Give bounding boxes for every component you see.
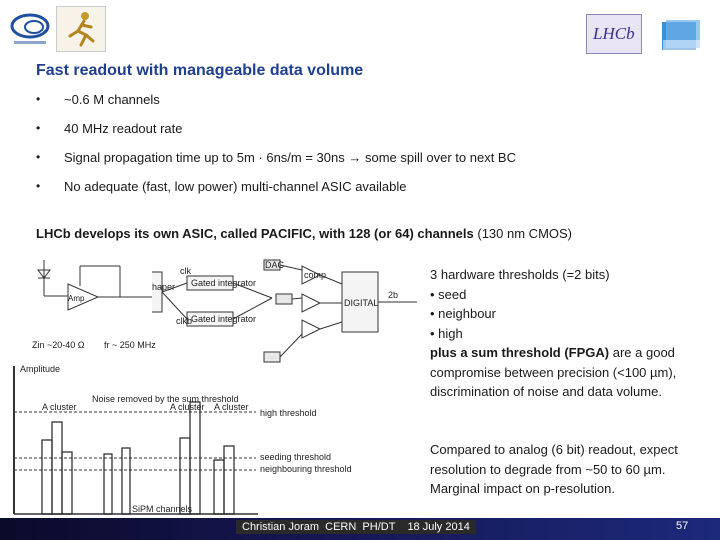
digital-label: DIGITAL xyxy=(344,298,378,308)
runner-logo xyxy=(56,6,106,52)
clkb-label: clkb xyxy=(176,316,192,326)
threshold-plot: Amplitude A cluster Noise removed by the… xyxy=(8,362,418,520)
gated-integrator-2: Gated integrator xyxy=(191,314,256,324)
plot-xlabel: SiPM channels xyxy=(132,504,193,514)
list-item: •~0.6 M channels xyxy=(36,92,160,107)
plot-label-cluster-3: A cluster xyxy=(214,402,249,412)
page-number: 57 xyxy=(676,520,689,532)
threshold-description: 3 hardware thresholds (=2 bits) • seed •… xyxy=(430,267,677,399)
dac-label: DAC xyxy=(265,260,285,270)
comp-label: comp xyxy=(304,270,326,280)
lhcb-logo: LHCb xyxy=(586,14,642,54)
bullet-symbol: • xyxy=(36,121,41,135)
plot-threshold-seed: seeding threshold xyxy=(260,452,331,462)
bullet-symbol: • xyxy=(36,92,41,106)
bullet-symbol: • xyxy=(36,179,41,193)
shaper-label: Fast Shaper xyxy=(152,282,175,292)
resolution-note: Compared to analog (6 bit) readout, expe… xyxy=(430,442,678,496)
svg-text:LHCb: LHCb xyxy=(592,24,635,43)
gated-integrator-1: Gated integrator xyxy=(191,278,256,288)
zin-label: Zin ~20-40 Ω xyxy=(32,340,85,350)
footer-text: Christian Joram CERN PH/DT 18 July 2014 xyxy=(236,520,476,534)
clk-label: clk xyxy=(180,266,191,276)
cern-logo xyxy=(8,8,52,48)
list-item: •Signal propagation time up to 5m · 6ns/… xyxy=(36,150,516,165)
amp-diagram xyxy=(28,256,152,366)
scifi-logo xyxy=(662,20,702,52)
list-item: •No adequate (fast, low power) multi-cha… xyxy=(36,179,407,194)
slide-title: Fast readout with manageable data volume xyxy=(36,62,364,79)
fr-label: fr ~ 250 MHz xyxy=(104,340,156,350)
bullet-list: •~0.6 M channels •40 MHz readout rate •S… xyxy=(36,92,516,208)
plot-label-noise: Noise removed by the sum threshold xyxy=(92,394,239,404)
plot-threshold-high: high threshold xyxy=(260,408,317,418)
list-item: •40 MHz readout rate xyxy=(36,121,183,136)
plot-ylabel: Amplitude xyxy=(20,364,60,374)
pacific-block-diagram: Fast Shaper Gated integrator Gated integ… xyxy=(121,254,417,370)
bullet-symbol: • xyxy=(36,150,41,164)
plot-label-cluster-1: A cluster xyxy=(42,402,77,412)
lhcb-asic-statement: LHCb develops its own ASIC, called PACIF… xyxy=(36,226,573,241)
amp-label: Amp xyxy=(68,294,85,303)
bits-label: 2b xyxy=(388,290,398,300)
plot-label-cluster-2: A cluster xyxy=(170,402,205,412)
plot-threshold-neighbour: neighbouring threshold xyxy=(260,464,352,474)
